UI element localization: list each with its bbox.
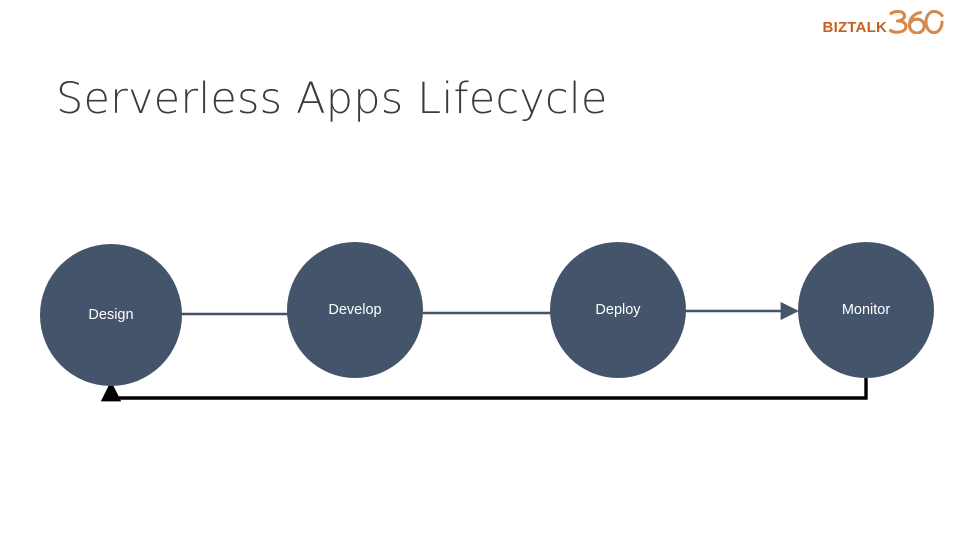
node-design[interactable]: Design xyxy=(40,244,182,386)
node-develop[interactable]: Develop xyxy=(287,242,423,378)
connector-group xyxy=(178,301,799,321)
node-design-label: Design xyxy=(88,307,133,323)
node-monitor-circle[interactable] xyxy=(798,242,934,378)
node-monitor-label: Monitor xyxy=(842,302,891,318)
logo-wordmark: BIZTALK xyxy=(822,19,887,36)
page-title: Serverless Apps Lifecycle xyxy=(56,74,608,124)
return-path-monitor-to-design xyxy=(100,378,868,402)
node-develop-circle[interactable] xyxy=(287,242,423,378)
node-design-circle[interactable] xyxy=(40,244,182,386)
node-develop-label: Develop xyxy=(328,302,381,318)
node-deploy-label: Deploy xyxy=(595,302,641,318)
biztalk360-logo: BIZTALK xyxy=(823,8,946,35)
node-deploy-circle[interactable] xyxy=(550,242,686,378)
node-deploy[interactable]: Deploy xyxy=(550,242,686,378)
node-monitor[interactable]: Monitor xyxy=(798,242,934,378)
logo-360-mark xyxy=(888,10,946,34)
